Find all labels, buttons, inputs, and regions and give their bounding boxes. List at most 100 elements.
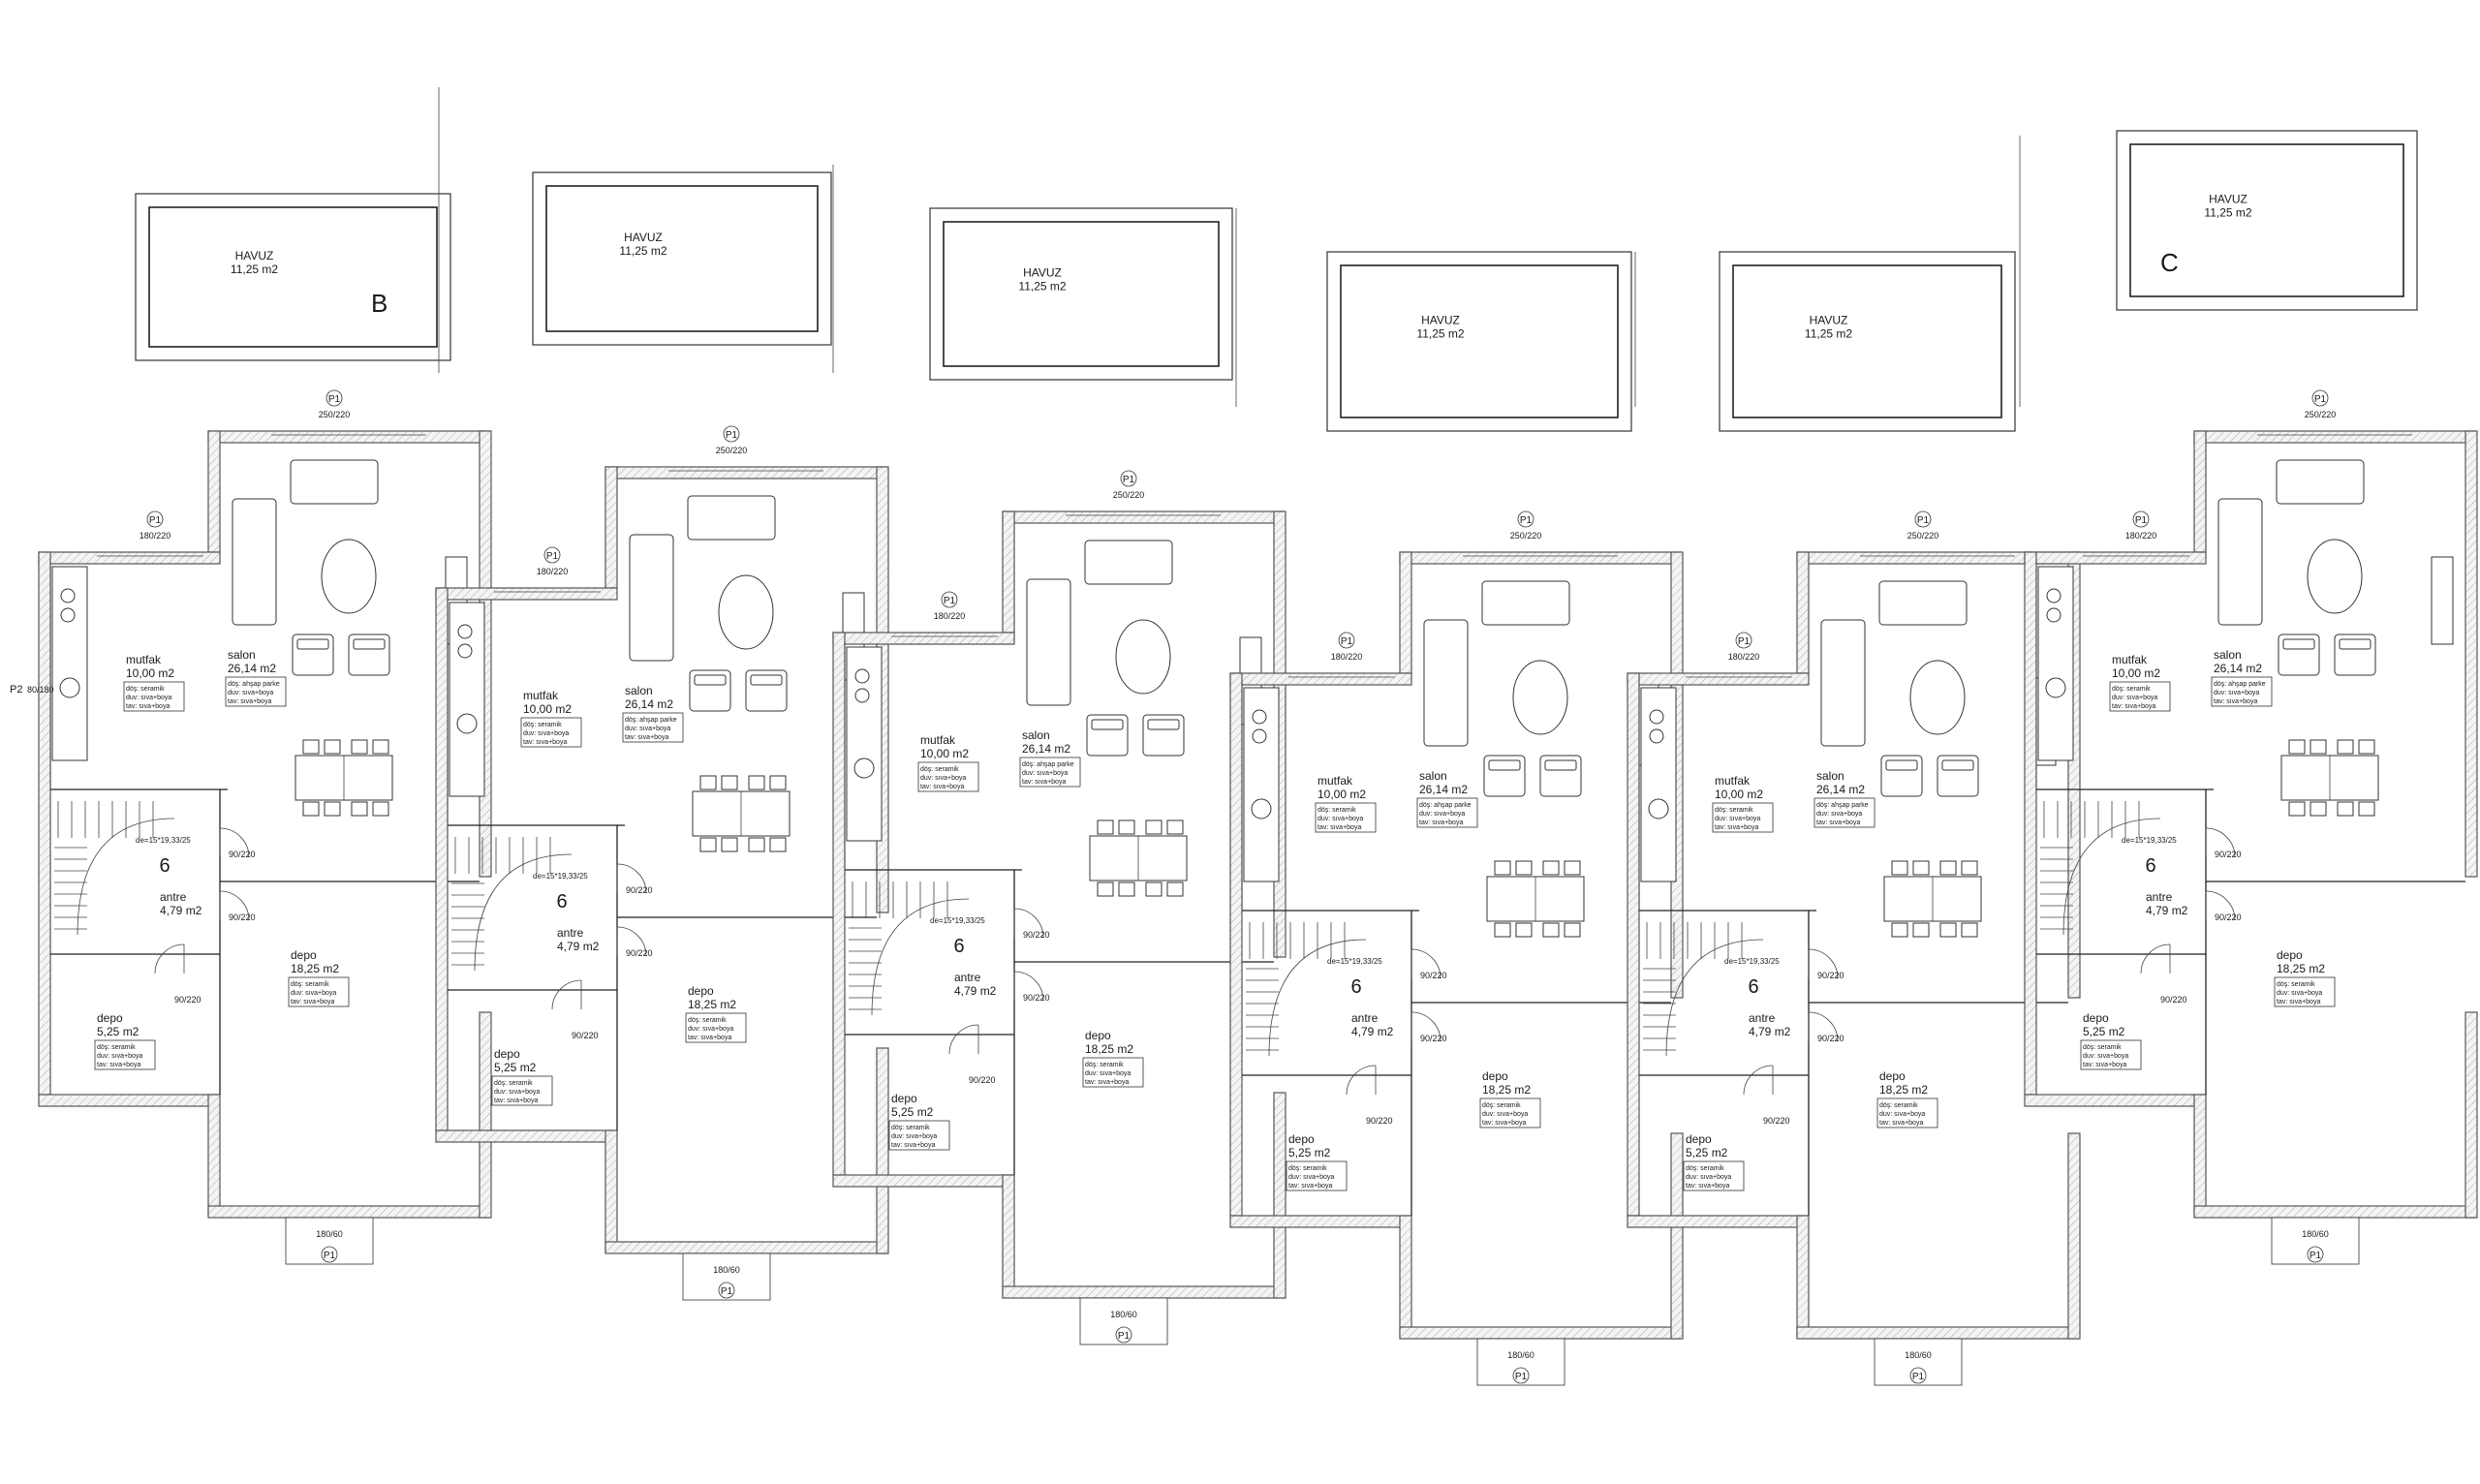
block-labels: B C: [371, 248, 2179, 318]
door-tag: P1: [726, 430, 738, 441]
room-salon-name: salon: [1022, 728, 1050, 742]
armchair: [1142, 714, 1185, 757]
room-depo-small-ceiling: tav: sıva+boya: [891, 1142, 935, 1149]
room-salon-floor: döş: ahşap parke: [1419, 802, 1472, 809]
chair: [1891, 922, 1908, 938]
room-depo-small-ceiling: tav: sıva+boya: [97, 1062, 140, 1068]
door-swing: [2140, 943, 2171, 974]
door-swing: [219, 890, 250, 921]
chair: [2288, 739, 2306, 755]
room-salon-wall: duv: sıva+boya: [1022, 770, 1068, 777]
room-depo-large-name: depo: [291, 948, 317, 962]
chair: [1145, 819, 1162, 835]
wall-segment: [2464, 430, 2478, 878]
wall-segment: [2193, 430, 2476, 444]
door-dimension: 90/220: [1023, 993, 1050, 1003]
chair: [2310, 801, 2327, 817]
pool-label: HAVUZ: [1421, 314, 1460, 327]
wall-segment: [1229, 1215, 1410, 1228]
room-antre-name: antre: [160, 890, 187, 904]
sofa-side: [1820, 619, 1866, 747]
door-tag: P1: [2314, 394, 2327, 405]
room-depo-large-area: 18,25 m2: [1085, 1042, 1133, 1056]
kitchen-counter: [51, 566, 88, 761]
chair: [324, 739, 341, 755]
room-depo-large-wall: duv: sıva+boya: [291, 990, 336, 997]
tv-unit: [2431, 556, 2454, 645]
door-dimension: 90/220: [572, 1031, 599, 1040]
wall-segment: [2024, 551, 2207, 565]
wall-segment: [207, 430, 221, 553]
door-dimension: 90/220: [626, 885, 653, 895]
room-mutfak-ceiling: tav: sıva+boya: [920, 784, 964, 790]
wall-segment: [38, 551, 51, 1096]
wall-segment: [604, 1241, 887, 1254]
room-mutfak-wall: duv: sıva+boya: [920, 775, 966, 782]
room-depo-small-wall: duv: sıva+boya: [891, 1133, 937, 1140]
door-tag: P1: [1520, 515, 1533, 526]
room-depo-large-area: 18,25 m2: [1482, 1083, 1531, 1097]
room-depo-large-area: 18,25 m2: [688, 998, 736, 1011]
room-depo-large-floor: döş: seramik: [1482, 1102, 1521, 1109]
door-tag: P1: [1917, 515, 1930, 526]
room-antre-area: 4,79 m2: [557, 940, 600, 953]
wall-segment: [2193, 1205, 2476, 1219]
wall-segment: [832, 632, 1015, 645]
chair: [748, 837, 765, 852]
room-salon-area: 26,14 m2: [1419, 783, 1468, 796]
room-depo-small-floor: döş: seramik: [1288, 1165, 1327, 1172]
room-antre-area: 4,79 m2: [160, 904, 202, 917]
room-antre-name: antre: [1749, 1011, 1776, 1025]
chair: [372, 739, 389, 755]
room-depo-small-area: 5,25 m2: [97, 1025, 140, 1038]
door-tag: P1: [1341, 636, 1353, 647]
door-swing: [219, 827, 250, 858]
room-depo-small-ceiling: tav: sıva+boya: [1288, 1183, 1332, 1190]
room-salon-area: 26,14 m2: [625, 697, 673, 711]
wall-segment: [832, 632, 846, 1176]
room-mutfak-floor: döş: seramik: [126, 686, 165, 693]
door-tag: P1: [1123, 475, 1135, 485]
front-door-tag: P1: [1912, 1372, 1925, 1382]
front-door-dimension: 180/60: [1110, 1310, 1137, 1319]
room-mutfak-area: 10,00 m2: [920, 747, 969, 760]
room-depo-small-name: depo: [1686, 1132, 1712, 1146]
staircase: de=15*19,33/256: [54, 801, 191, 936]
chair: [1494, 860, 1511, 876]
chair: [1166, 819, 1184, 835]
room-salon-wall: duv: sıva+boya: [228, 690, 273, 696]
room-salon-area: 26,14 m2: [2214, 662, 2262, 675]
room-antre-name: antre: [954, 971, 981, 984]
room-salon-ceiling: tav: sıva+boya: [1419, 819, 1463, 826]
wall-segment: [207, 1094, 221, 1217]
front-door-dimension: 180/60: [2302, 1229, 2329, 1239]
room-salon-name: salon: [1816, 769, 1844, 783]
sofa-side: [1423, 619, 1469, 747]
room-depo-small-name: depo: [97, 1011, 123, 1025]
front-door-tag: P1: [1515, 1372, 1528, 1382]
door-swing: [1410, 948, 1442, 979]
wall-segment: [38, 1094, 219, 1107]
armchair: [348, 634, 390, 676]
room-depo-small-name: depo: [2083, 1011, 2109, 1025]
chair: [302, 801, 320, 817]
wall-segment: [1627, 672, 1810, 686]
room-depo-large-name: depo: [1879, 1069, 1906, 1083]
room-salon-floor: döş: ahşap parke: [625, 717, 677, 724]
dimension-text: 250/220: [319, 410, 351, 419]
chair: [1515, 922, 1533, 938]
room-salon-floor: döş: ahşap parke: [2214, 681, 2266, 688]
room-depo-small-name: depo: [891, 1092, 917, 1105]
room-mutfak-area: 10,00 m2: [2112, 666, 2160, 680]
room-mutfak-ceiling: tav: sıva+boya: [1715, 824, 1758, 831]
room-salon-ceiling: tav: sıva+boya: [1022, 779, 1066, 786]
